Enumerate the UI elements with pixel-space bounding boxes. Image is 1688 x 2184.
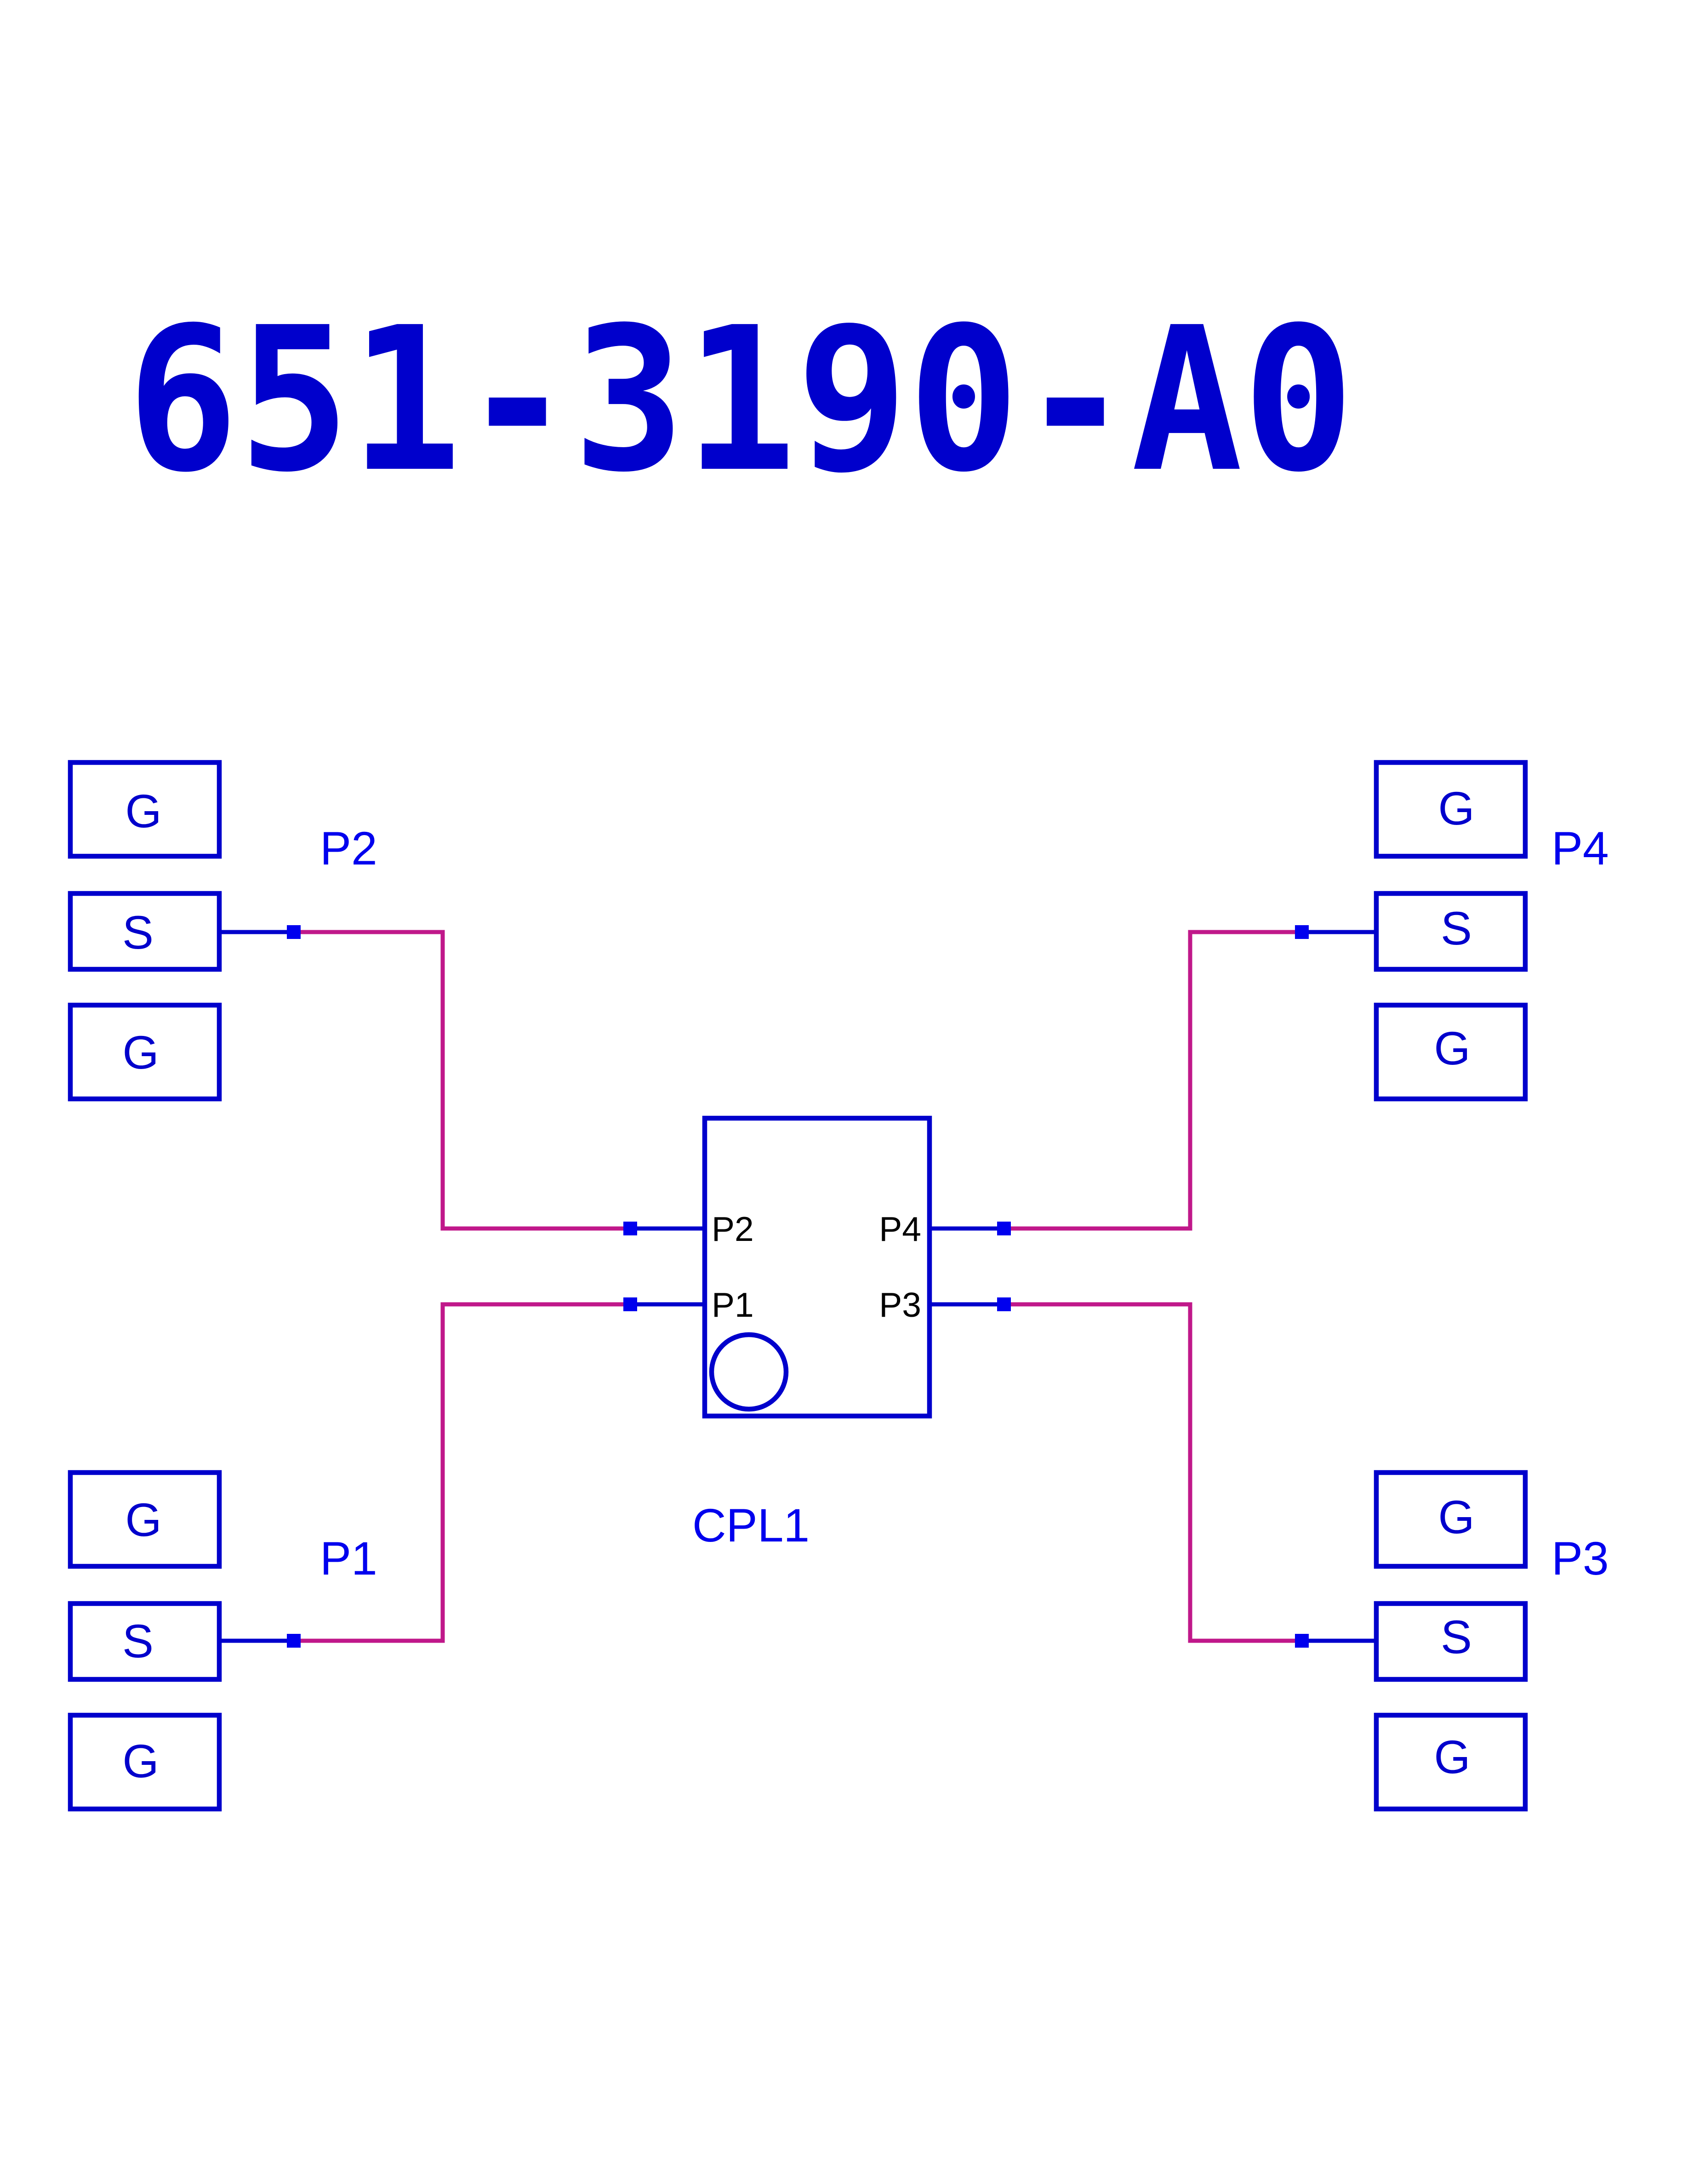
ground-pad[interactable] [68, 1712, 222, 1812]
pin-label-p2: P2 [712, 1210, 754, 1248]
pad-label: G [1434, 1022, 1470, 1075]
orientation-marker-icon [709, 1332, 789, 1412]
pad-label: G [1434, 1731, 1470, 1783]
trace-p2[interactable] [294, 930, 630, 1231]
pad-label: G [122, 1735, 159, 1787]
ground-pad[interactable] [1374, 1712, 1528, 1812]
ground-pad[interactable] [68, 1002, 222, 1102]
signal-pad[interactable] [1374, 1601, 1528, 1682]
pad-label: G [1438, 782, 1474, 835]
trace-p1[interactable] [294, 1302, 630, 1643]
junction-node[interactable] [623, 1222, 637, 1235]
pin-label-p1: P1 [712, 1285, 754, 1324]
pad-label: S [122, 906, 154, 959]
ground-pad[interactable] [1374, 1470, 1528, 1569]
pad-label: G [125, 785, 161, 837]
junction-node[interactable] [997, 1222, 1011, 1235]
junction-node[interactable] [1295, 925, 1309, 939]
pad-label: S [1441, 902, 1472, 955]
junction-node[interactable] [1295, 1634, 1309, 1648]
trace-p4[interactable] [1004, 930, 1302, 1231]
junction-node[interactable] [623, 1297, 637, 1311]
signal-pad[interactable] [68, 891, 222, 972]
pad-label: S [1441, 1611, 1472, 1663]
port-label: P3 [1551, 1532, 1609, 1585]
part-number-title: 651-3190-A0 [127, 284, 1354, 516]
port-p3[interactable]: G S G P3 [1374, 1470, 1609, 1812]
ground-pad[interactable] [1374, 1002, 1528, 1102]
junction-node[interactable] [997, 1297, 1011, 1311]
pad-label: S [122, 1615, 154, 1667]
port-label: P1 [320, 1532, 377, 1585]
coupler-component[interactable]: P2 P1 P4 P3 [702, 1115, 932, 1419]
junction-node[interactable] [287, 1634, 301, 1648]
ground-pad[interactable] [1374, 760, 1528, 859]
port-p4[interactable]: G S G P4 [1374, 760, 1609, 1102]
signal-pad[interactable] [68, 1601, 222, 1682]
ground-pad[interactable] [68, 1470, 222, 1569]
trace-p3[interactable] [1004, 1302, 1302, 1643]
port-p2[interactable]: G S G P2 [68, 760, 377, 1102]
component-reference: CPL1 [692, 1499, 810, 1552]
port-p1[interactable]: G S G P1 [68, 1470, 377, 1812]
pad-label: G [1438, 1491, 1474, 1543]
junction-node[interactable] [287, 925, 301, 939]
pad-label: G [125, 1494, 161, 1546]
port-label: P4 [1551, 822, 1609, 875]
pad-label: G [122, 1026, 159, 1079]
pin-label-p4: P4 [879, 1210, 921, 1248]
pin-label-p3: P3 [879, 1285, 921, 1324]
port-label: P2 [320, 822, 377, 875]
ground-pad[interactable] [68, 760, 222, 859]
